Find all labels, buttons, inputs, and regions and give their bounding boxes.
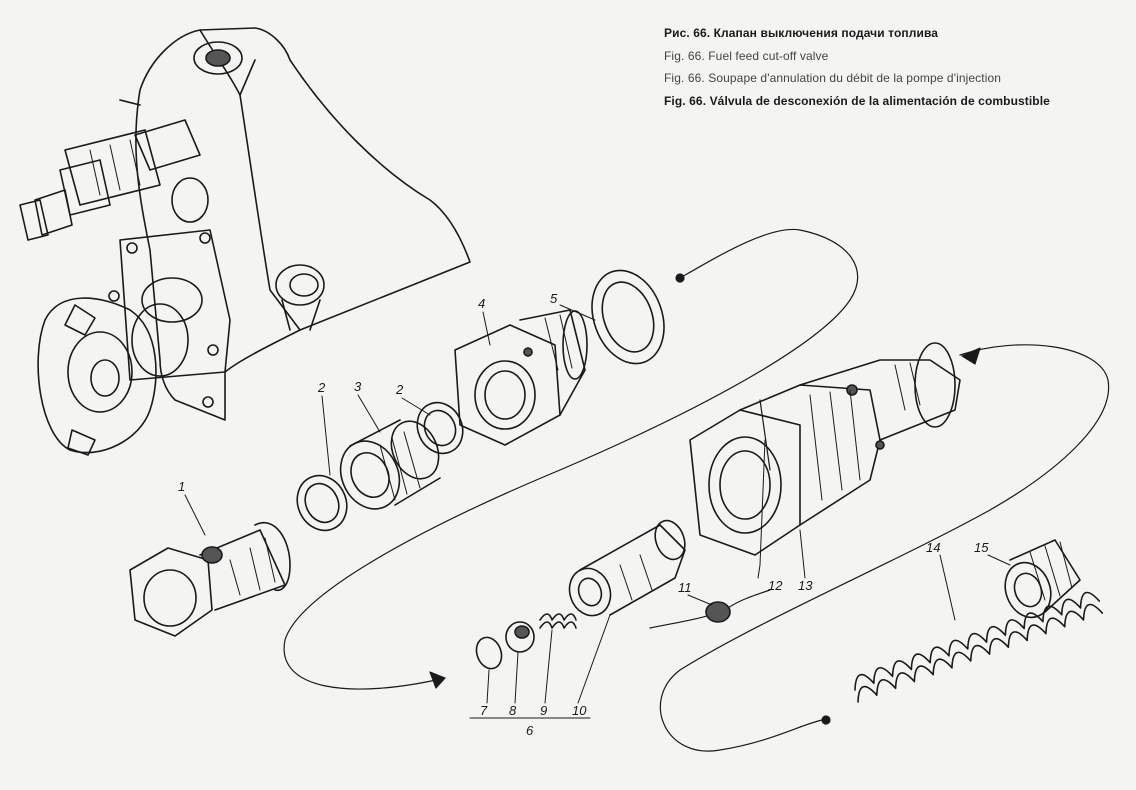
part-1-fitting xyxy=(129,522,291,637)
assembly-lines xyxy=(283,228,1110,752)
label-5: 5 xyxy=(550,291,558,306)
label-10: 10 xyxy=(572,703,587,718)
part-11-insert xyxy=(705,589,771,623)
caption-fr: Fig. 66. Soupape d'annulation du débit d… xyxy=(664,71,1002,85)
label-9: 9 xyxy=(540,703,547,718)
part-3-sleeve xyxy=(339,419,441,510)
label-2a: 2 xyxy=(317,380,326,395)
part-2-washers xyxy=(296,401,464,532)
label-7: 7 xyxy=(480,703,488,718)
parts-7-10-valve xyxy=(475,519,686,670)
pump-housing xyxy=(19,27,471,456)
label-8: 8 xyxy=(509,703,517,718)
label-15: 15 xyxy=(974,540,989,555)
label-11: 11 xyxy=(678,580,692,595)
part-15-plug xyxy=(1004,539,1081,619)
caption-ru: Рис. 66. Клапан выключения подачи топлив… xyxy=(664,26,939,40)
label-13: 13 xyxy=(798,578,813,593)
caption-es: Fig. 66. Válvula de desconexión de la al… xyxy=(664,93,1050,108)
label-4: 4 xyxy=(478,296,485,311)
label-3: 3 xyxy=(354,379,362,394)
part-4-nut xyxy=(454,309,588,446)
figure-caption: Рис. 66. Клапан выключения подачи топлив… xyxy=(664,22,1050,112)
part-labels: 1 2 3 2 4 5 11 12 13 14 15 7 8 9 10 6 xyxy=(178,291,989,738)
parts-12-13-body xyxy=(689,342,961,556)
part-5-ring xyxy=(591,269,665,365)
label-6: 6 xyxy=(526,723,534,738)
label-1: 1 xyxy=(178,479,185,494)
label-14: 14 xyxy=(926,540,940,555)
label-12: 12 xyxy=(768,578,783,593)
leader-lines xyxy=(184,304,1011,719)
caption-en: Fig. 66. Fuel feed cut-off valve xyxy=(664,48,829,63)
label-2b: 2 xyxy=(395,382,404,397)
part-14-spring xyxy=(854,591,1104,703)
